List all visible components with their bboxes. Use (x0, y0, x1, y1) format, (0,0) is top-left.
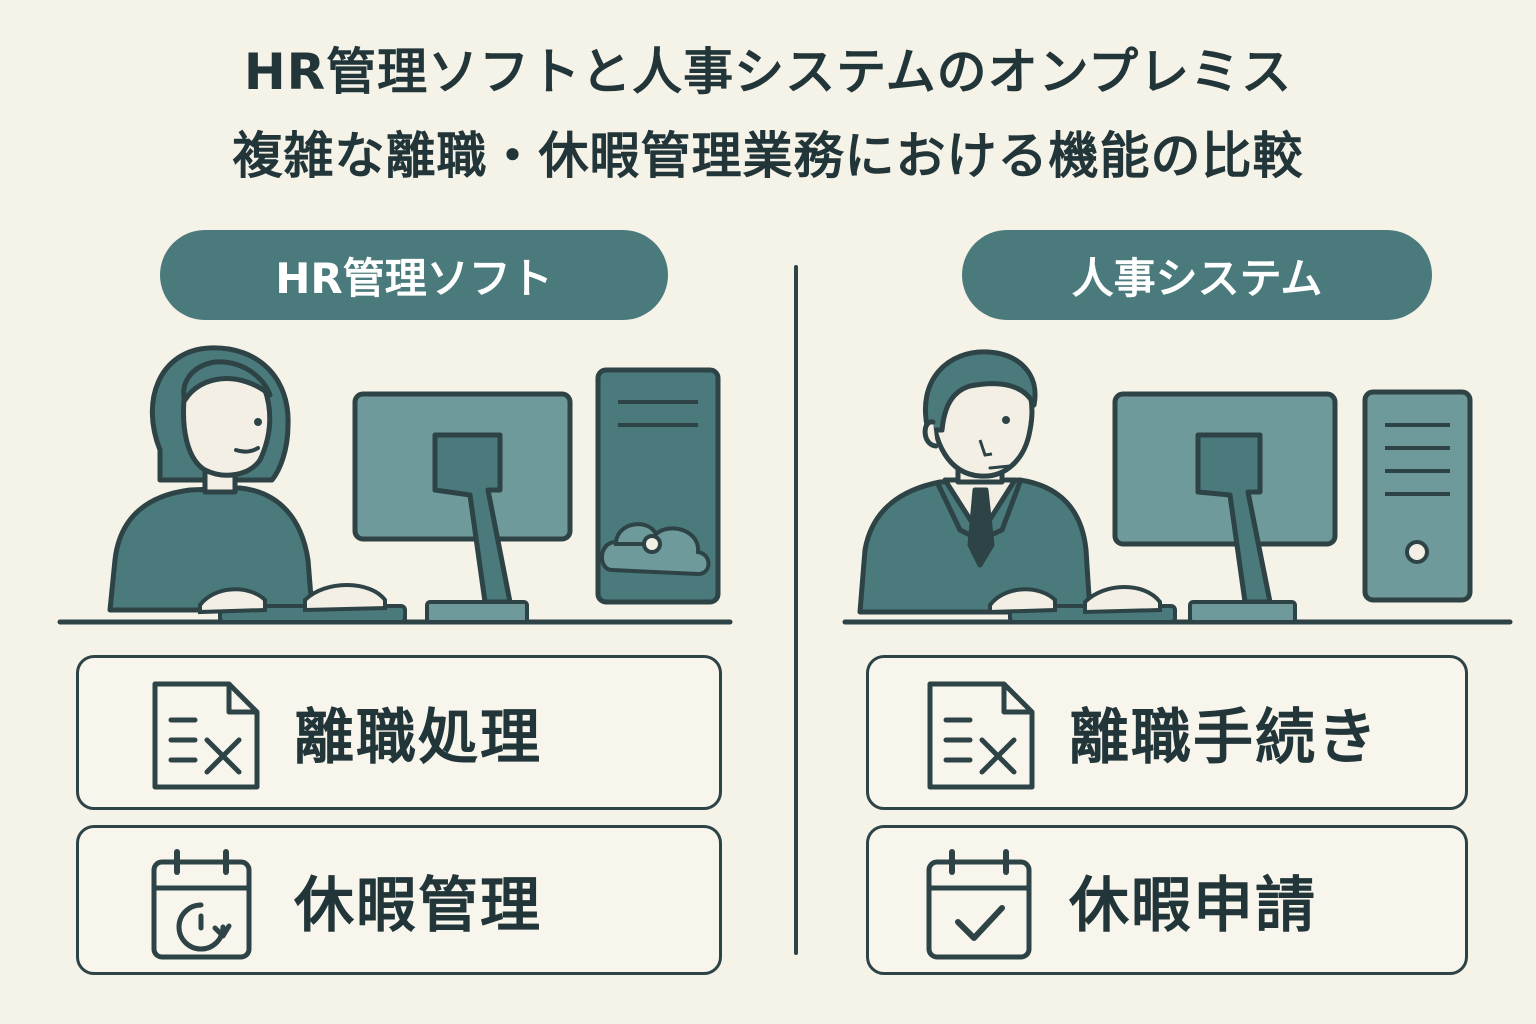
card-resignation-processing: 離職処理 (76, 655, 722, 810)
hr-system-header: 人事システム (962, 230, 1432, 320)
hr-software-header: HR管理ソフト (160, 230, 668, 320)
woman-at-computer-illustration (57, 345, 733, 625)
man-at-computer-illustration (842, 349, 1513, 625)
card-label: 離職処理 (294, 703, 542, 773)
card-label: 離職手続き (1069, 703, 1379, 773)
document-x-icon (152, 681, 260, 790)
card-resignation-procedures: 離職手続き (866, 655, 1468, 810)
page-title-line-2: 複雑な離職・休暇管理業務における機能の比較 (232, 127, 1304, 185)
center-divider (794, 265, 798, 955)
document-x-icon (927, 681, 1035, 790)
calendar-clock-icon (151, 849, 252, 960)
card-leave-management: 休暇管理 (76, 825, 722, 975)
calendar-check-icon (926, 849, 1032, 960)
card-leave-application: 休暇申請 (866, 825, 1468, 975)
card-label: 休暇申請 (1069, 870, 1317, 941)
card-label: 休暇管理 (294, 870, 542, 941)
page-title-line-1: HR管理ソフトと人事システムのオンプレミス (243, 43, 1293, 101)
